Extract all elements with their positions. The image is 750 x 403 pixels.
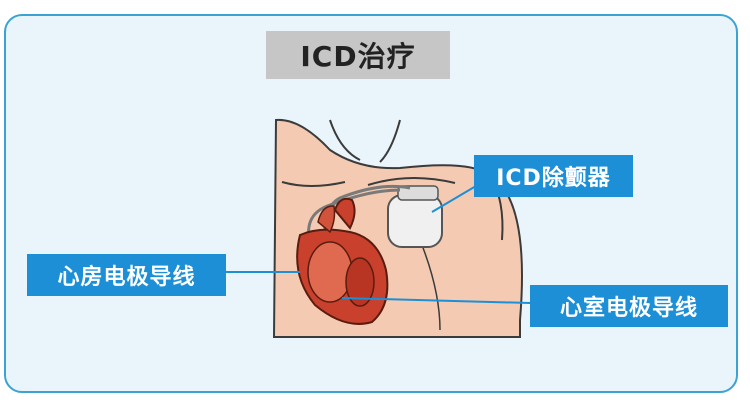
- clavicle-left: [281, 181, 346, 187]
- heart: [296, 197, 389, 325]
- diagram-title: ICD治疗: [266, 31, 450, 79]
- pointer-ventricular: [341, 297, 531, 304]
- icd-device-label: ICD除颤器: [474, 155, 633, 197]
- icd-device: [387, 185, 443, 248]
- atrial-lead-label: 心房电极导线: [27, 254, 226, 296]
- neck-line: [329, 119, 361, 161]
- clavicle-right: [367, 177, 456, 186]
- chest-contour: [419, 239, 441, 331]
- lead-wire-1: [307, 188, 401, 251]
- ventricular-lead-label: 心室电极导线: [530, 285, 728, 327]
- neck-line-2: [379, 119, 401, 163]
- pointer-icd: [431, 185, 477, 213]
